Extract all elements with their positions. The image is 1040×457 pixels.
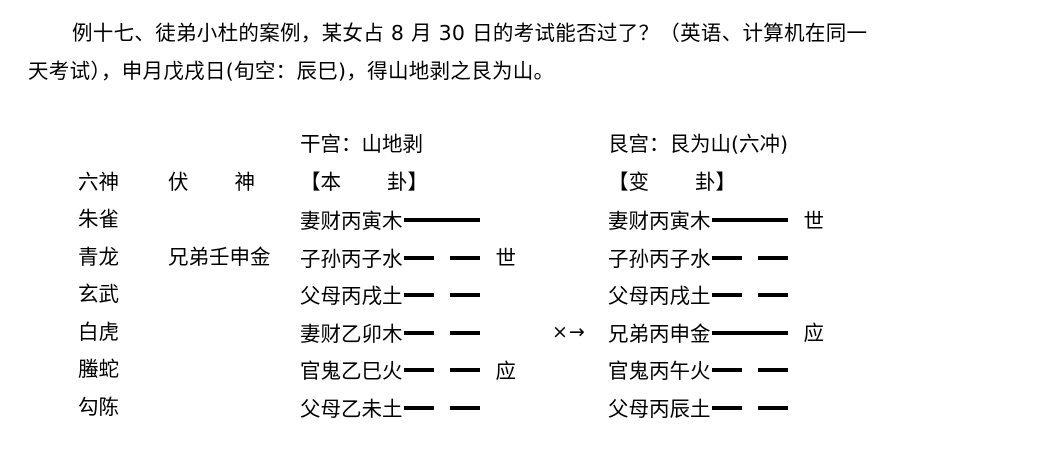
hexagram-rows: 朱雀妻财丙寅木妻财丙寅木世青龙兄弟壬申金子孙丙子水世子孙丙子水玄武父母丙戌土父母… [0, 201, 1040, 426]
palace-changed-label: 艮宫：艮为山(六冲) [608, 132, 788, 156]
hexagram-row: 朱雀 妻财丙寅木 妻财丙寅木 世 [0, 201, 1040, 239]
row-original-solid-line-icon [403, 201, 480, 239]
row-changed-mark: 应 [803, 321, 825, 346]
row-changed-text: 妻财丙寅木 [608, 208, 711, 233]
row-changed-text: 官鬼丙午火 [608, 358, 711, 383]
intro-line-2: 天考试），申月戊戌日(旬空：辰巳)，得山地剥之艮为山。 [28, 59, 555, 83]
row-six-god: 白虎 [78, 319, 119, 344]
row-changed-broken-line-icon [711, 389, 788, 427]
hexagram-row: 螣蛇 官鬼乙巳火 应 官鬼丙午火 [0, 351, 1040, 389]
row-original-text: 父母乙未土 [300, 396, 403, 421]
row-original-text: 官鬼乙巳火 [300, 358, 403, 383]
row-changed-mark: 世 [803, 208, 825, 233]
row-six-god: 玄武 [78, 282, 119, 306]
row-changed-text: 兄弟丙申金 [608, 321, 711, 346]
row-six-god: 朱雀 [78, 207, 119, 231]
palace-title-row: 干宫：山地剥 艮宫：艮为山(六冲) [0, 126, 1040, 164]
row-hidden-spirit: 兄弟壬申金 [168, 244, 271, 269]
row-changed-text: 父母丙戌土 [608, 283, 711, 308]
hexagram-row: 玄武 父母丙戌土 父母丙戌土 [0, 276, 1040, 314]
row-changed-yao: 子孙丙子水 [608, 239, 788, 281]
row-changed-yao: 父母丙戌土 [608, 276, 788, 318]
row-original-mark: 世 [495, 246, 517, 271]
header-changed-close: 卦】 [695, 169, 736, 194]
header-hidden-a: 伏 [168, 169, 189, 194]
row-changed-yao: 父母丙辰土 [608, 389, 788, 431]
intro-paragraph: 例十七、徒弟小杜的案例，某女占 8 月 30 日的考试能否过了？（英语、计算机在… [28, 14, 1018, 90]
row-original-broken-line-icon [403, 389, 480, 427]
row-original-broken-line-icon [403, 351, 480, 389]
changing-line-arrow-icon: ×→ [552, 320, 586, 343]
row-changed-broken-line-icon [711, 276, 788, 314]
row-six-god: 青龙 [78, 244, 119, 269]
header-six-gods: 六神 [78, 169, 119, 194]
row-original-yao: 父母乙未土 [300, 389, 480, 431]
palace-original-label: 干宫：山地剥 [300, 132, 423, 156]
hexagram-chart: 干宫：山地剥 艮宫：艮为山(六冲) 六神 伏神 【本卦】 【变卦】 朱雀妻财丙寅… [0, 126, 1040, 426]
header-hidden-b: 神 [234, 169, 256, 194]
row-original-broken-line-icon [403, 314, 480, 352]
row-original-mark: 应 [495, 358, 517, 383]
row-changed-solid-line-icon [711, 314, 788, 352]
row-changed-broken-line-icon [711, 239, 788, 277]
header-main-close: 卦】 [387, 169, 428, 194]
header-changed-hexagram: 【变 卦】 [608, 164, 736, 202]
hexagram-row: 白虎 妻财乙卯木 ×→ 兄弟丙申金 应 [0, 314, 1040, 352]
intro-line-1-text: 例十七、徒弟小杜的案例，某女占 8 月 30 日的考试能否过了？（英语、计算机在… [72, 21, 868, 45]
row-six-god: 勾陈 [78, 394, 119, 419]
header-changed-open: 【变 [608, 169, 649, 194]
hexagram-row: 青龙 兄弟壬申金 子孙丙子水 世 子孙丙子水 [0, 239, 1040, 277]
row-original-text: 子孙丙子水 [300, 246, 403, 271]
row-original-yao: 父母丙戌土 [300, 276, 480, 318]
row-original-text: 妻财丙寅木 [300, 208, 403, 233]
row-original-broken-line-icon [403, 239, 480, 277]
row-changed-text: 子孙丙子水 [608, 246, 711, 271]
row-six-god: 螣蛇 [78, 357, 119, 381]
row-original-yao: 妻财乙卯木 [300, 314, 480, 356]
row-original-yao: 官鬼乙巳火 应 [300, 351, 516, 393]
header-original-hexagram: 【本 卦】 [300, 164, 428, 202]
row-changed-solid-line-icon [711, 201, 788, 239]
header-main-open: 【本 [300, 169, 341, 194]
row-original-yao: 子孙丙子水 世 [300, 239, 516, 281]
row-changed-yao: 兄弟丙申金 应 [608, 314, 824, 356]
row-original-broken-line-icon [403, 276, 480, 314]
row-changed-yao: 官鬼丙午火 [608, 351, 788, 393]
column-header-row: 六神 伏神 【本卦】 【变卦】 [0, 164, 1040, 202]
row-changed-broken-line-icon [711, 351, 788, 389]
row-original-text: 父母丙戌土 [300, 283, 403, 308]
row-original-yao: 妻财丙寅木 [300, 201, 480, 243]
row-original-text: 妻财乙卯木 [300, 321, 403, 346]
row-changed-text: 父母丙辰土 [608, 396, 711, 421]
header-hidden-spirits: 伏神 [168, 164, 288, 202]
hexagram-row: 勾陈 父母乙未土 父母丙辰土 [0, 389, 1040, 427]
intro-line-1: 例十七、徒弟小杜的案例，某女占 8 月 30 日的考试能否过了？（英语、计算机在… [28, 14, 1018, 52]
row-changed-yao: 妻财丙寅木 世 [608, 201, 824, 243]
